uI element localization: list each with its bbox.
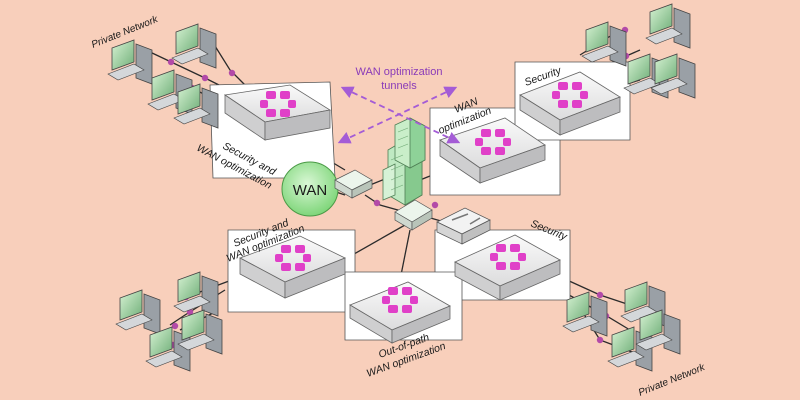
desktop-computer-icon (115, 289, 161, 335)
tunnels-label-line1: WAN optimization (355, 66, 442, 78)
computer-group-bottom-right (562, 281, 681, 372)
computer-group-top-left (107, 23, 219, 129)
computer-group-bottom-left (115, 271, 223, 372)
desktop-computer-icon (581, 21, 627, 67)
wan-label: WAN (293, 182, 327, 199)
fortigate-appliance-icon (349, 281, 451, 344)
datacenter-building-icon (382, 117, 426, 206)
desktop-computer-icon (177, 309, 223, 355)
wan-optimization-tunnels (337, 86, 461, 144)
fortigate-appliance-icon (454, 234, 561, 301)
desktop-computer-icon (635, 309, 681, 355)
computer-group-top-right (581, 3, 696, 99)
desktop-computer-icon (645, 3, 691, 49)
fortigate-appliance-icon (239, 235, 346, 299)
desktop-computer-icon (171, 23, 217, 69)
switch-icon (334, 169, 373, 199)
fortigate-appliance-icon (223, 84, 332, 141)
desktop-computer-icon (107, 39, 153, 85)
switch-icon (394, 199, 433, 231)
desktop-computer-icon (173, 271, 219, 317)
desktop-computer-icon (562, 291, 608, 337)
fortigate-appliance-icon (439, 117, 546, 184)
fortigate-appliance-icon (519, 71, 621, 136)
router-icon (436, 207, 491, 245)
desktop-computer-icon (650, 53, 696, 99)
desktop-computer-icon (145, 326, 191, 372)
tunnels-label-line2: tunnels (381, 80, 417, 92)
desktop-computer-icon (173, 83, 219, 129)
wan-cloud-icon: WAN (281, 161, 339, 217)
